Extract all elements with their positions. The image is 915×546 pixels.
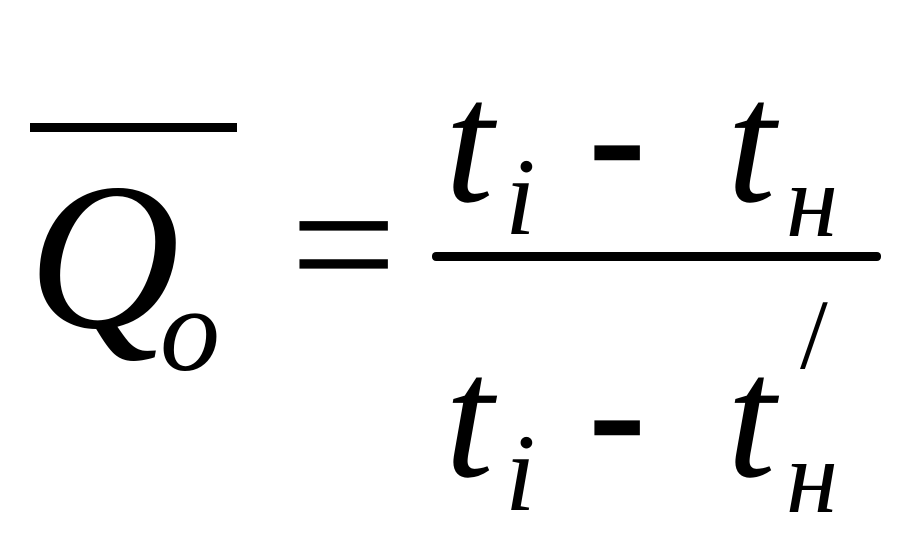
denominator-first-term: t xyxy=(445,320,494,514)
numerator-operator: - xyxy=(588,38,647,232)
denominator-operator: - xyxy=(588,313,647,507)
denominator-first-subscript: i xyxy=(505,412,536,534)
denominator-second-term: t xyxy=(727,320,776,514)
numerator-second-subscript: н xyxy=(786,142,839,259)
lhs-symbol: Q xyxy=(28,141,180,373)
equals-sign: = xyxy=(290,140,398,350)
fraction-bar xyxy=(432,252,881,261)
numerator-first-subscript: i xyxy=(505,136,536,258)
lhs-overline xyxy=(30,123,237,132)
numerator-first-term: t xyxy=(445,45,494,239)
lhs-subscript: o xyxy=(160,263,220,396)
numerator-second-term: t xyxy=(727,45,776,239)
denominator-second-subscript: н xyxy=(786,418,839,535)
denominator-prime-mark: / xyxy=(800,279,828,390)
